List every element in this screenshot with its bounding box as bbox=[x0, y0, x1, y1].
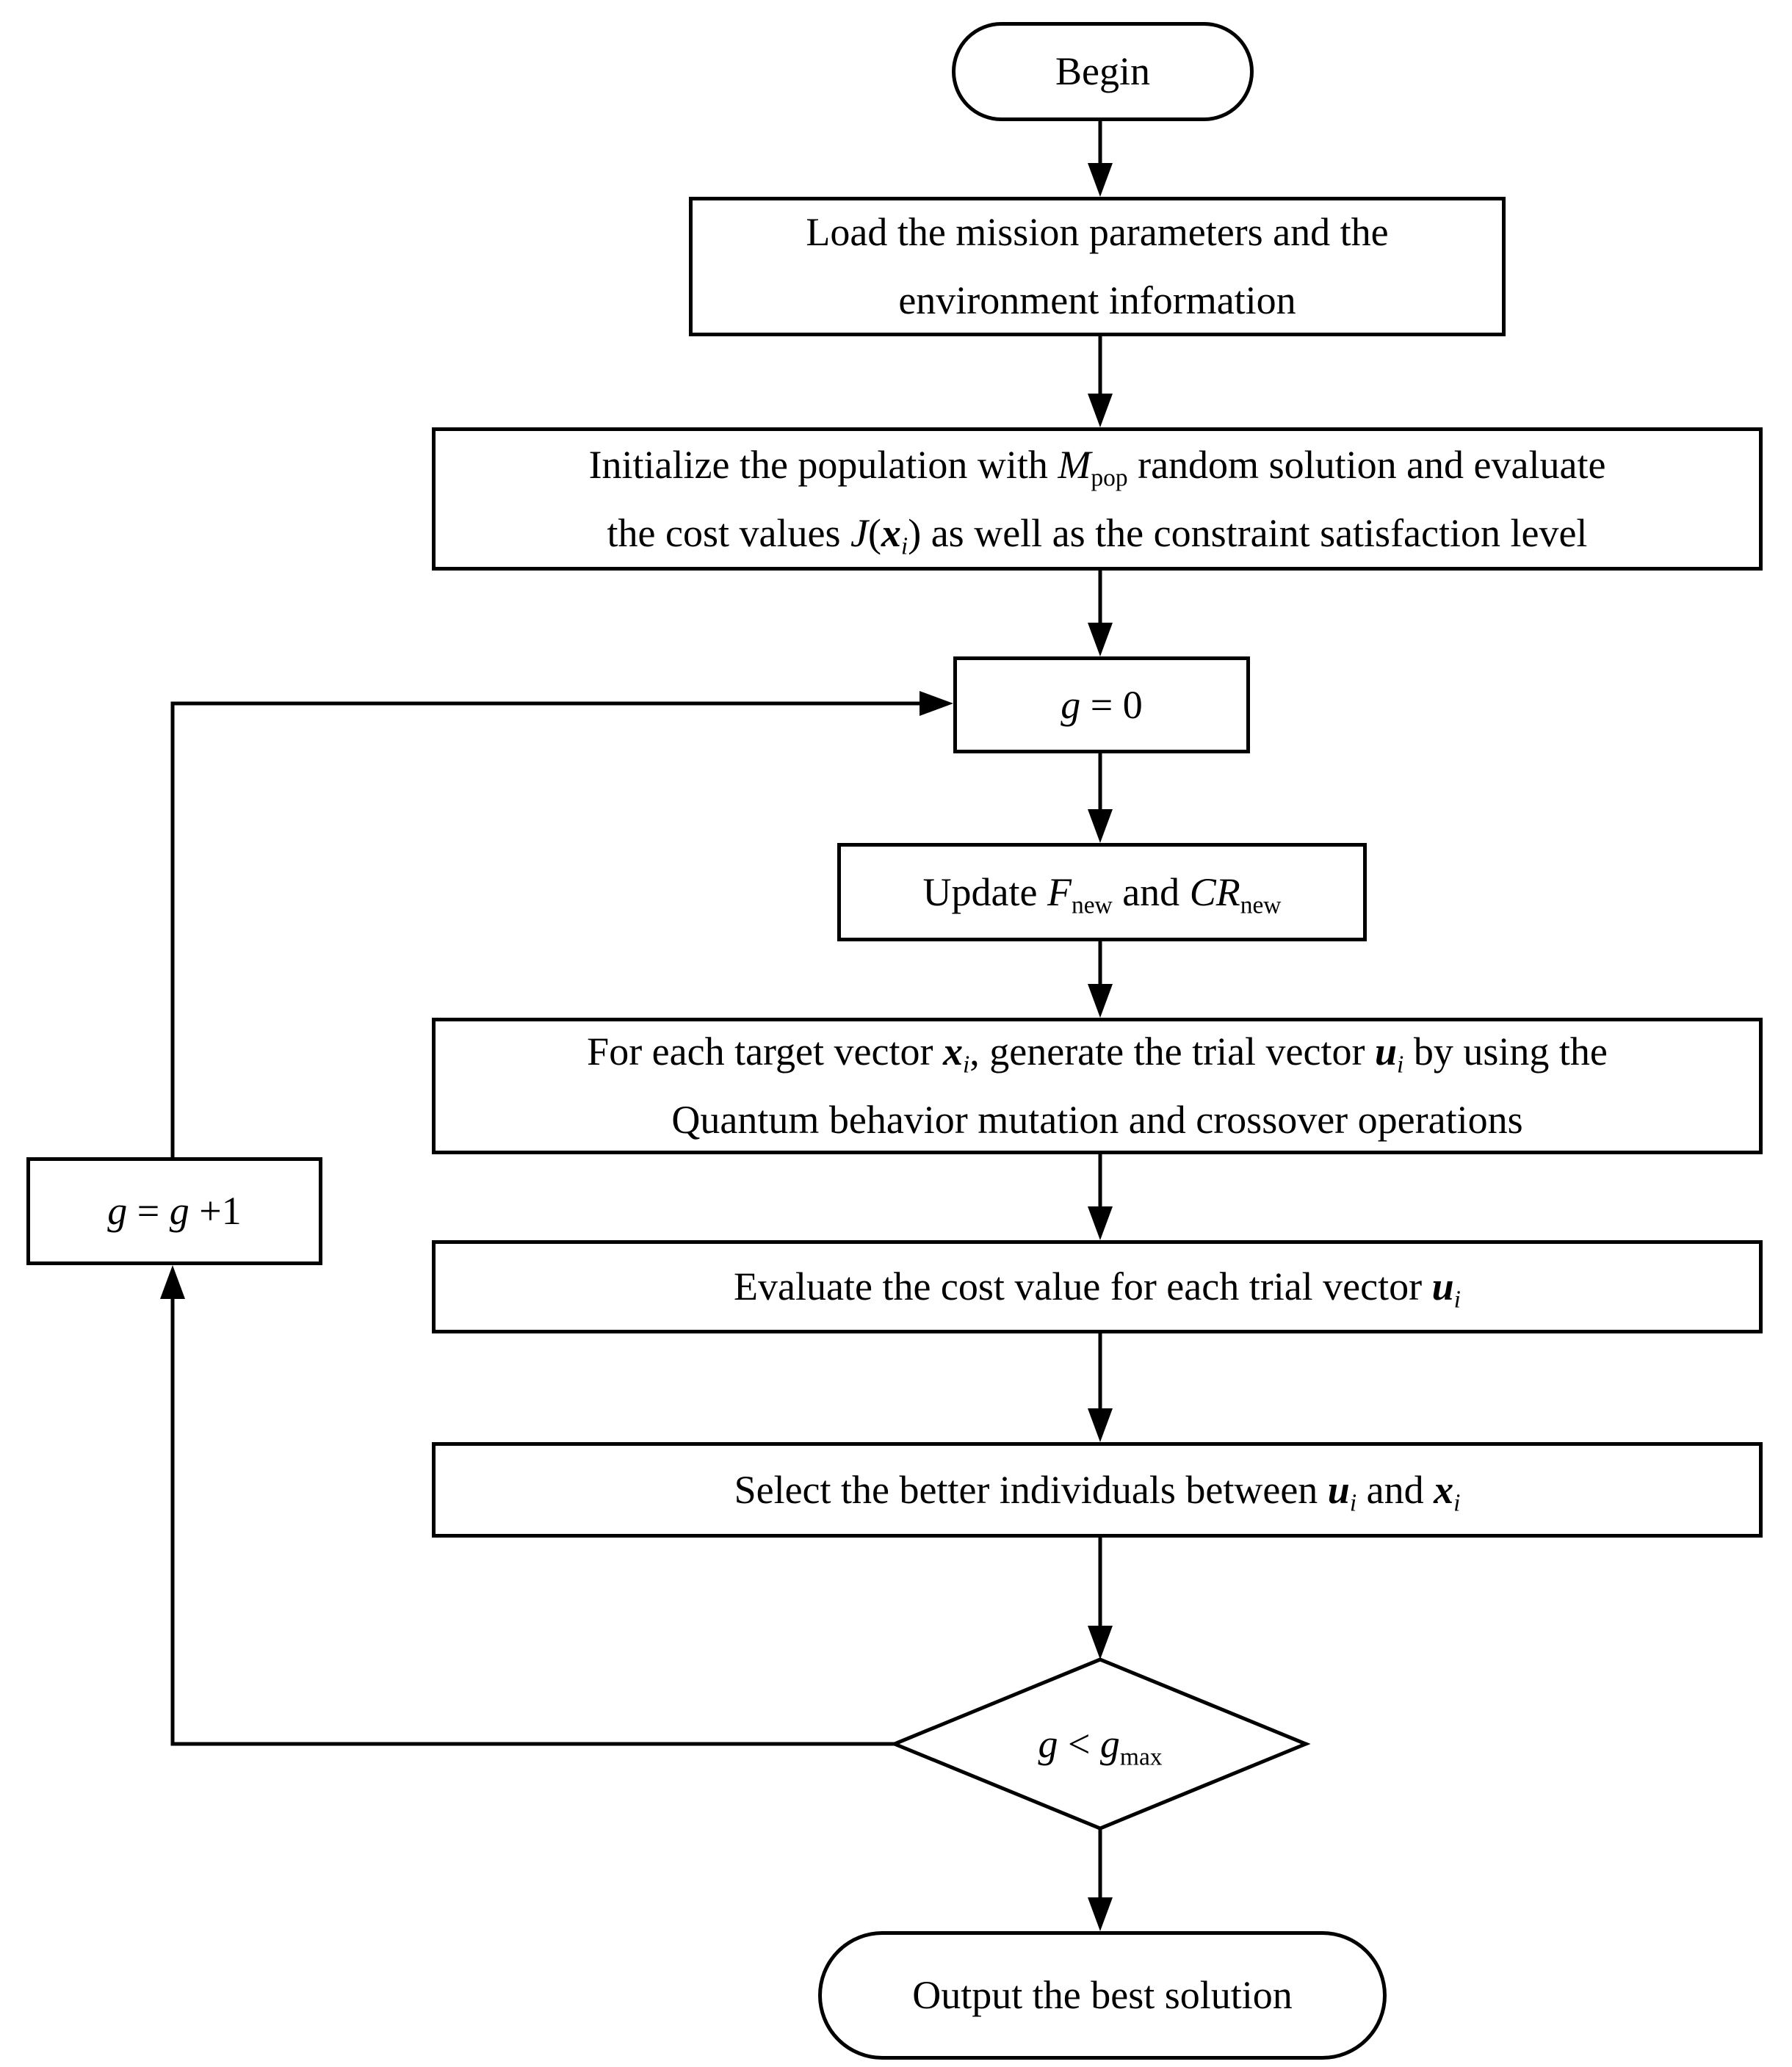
subscript-new: new bbox=[1071, 891, 1113, 919]
label-line-1: Update Fnew and CRnew bbox=[923, 858, 1282, 927]
math-var-x: x bbox=[881, 510, 901, 555]
math-var-M: M bbox=[1058, 442, 1091, 487]
math-var-x: x bbox=[942, 1029, 963, 1074]
begin-node: Begin bbox=[952, 22, 1254, 121]
label-line-1: Load the mission parameters and the bbox=[806, 198, 1388, 267]
update-parameters-box: Update Fnew and CRnew bbox=[837, 843, 1367, 941]
math-var-u: u bbox=[1431, 1264, 1454, 1309]
g-increment-box: g = g +1 bbox=[26, 1157, 322, 1265]
text-segment: Evaluate the cost value for each trial v… bbox=[734, 1264, 1432, 1309]
label-line-1: g = 0 bbox=[1061, 671, 1142, 739]
text-segment: Update bbox=[922, 869, 1047, 914]
text-segment: Initialize the population with bbox=[588, 442, 1058, 487]
begin-label: Begin bbox=[1055, 49, 1150, 94]
output-label: Output the best solution bbox=[912, 1973, 1293, 2018]
label-line-1: Select the better individuals between ui… bbox=[734, 1456, 1461, 1524]
math-var-g: g bbox=[1038, 1721, 1058, 1766]
g-zero-box: g = 0 bbox=[953, 656, 1250, 753]
decision-diamond-shape bbox=[889, 1657, 1311, 1831]
loop-line-gplus-to-g0 bbox=[170, 691, 953, 1157]
text-segment: ( bbox=[867, 510, 881, 555]
loop-line-decision-to-gplus bbox=[160, 1265, 895, 1746]
initialize-population-box: Initialize the population with Mpop rand… bbox=[432, 427, 1763, 571]
text-segment: by using the bbox=[1403, 1029, 1608, 1074]
label-line-1: Evaluate the cost value for each trial v… bbox=[734, 1253, 1461, 1321]
subscript-i: i bbox=[1397, 1051, 1404, 1079]
math-var-J: J bbox=[850, 510, 868, 555]
arrow-foreach-to-evaluate bbox=[1088, 1154, 1113, 1240]
text-segment: and bbox=[1356, 1467, 1434, 1512]
text-segment: , generate the trial vector bbox=[969, 1029, 1375, 1074]
label-line-2: environment information bbox=[898, 267, 1296, 335]
math-var-g: g bbox=[1061, 682, 1081, 727]
text-segment: Select the better individuals between bbox=[734, 1467, 1328, 1512]
generate-trial-vector-box: For each target vector xi, generate the … bbox=[432, 1018, 1763, 1154]
text-segment: environment information bbox=[898, 278, 1296, 322]
arrow-select-to-decision bbox=[1088, 1538, 1113, 1659]
label-line-1: For each target vector xi, generate the … bbox=[587, 1018, 1608, 1086]
label-line-2: Quantum behavior mutation and crossover … bbox=[671, 1086, 1522, 1154]
text-segment: the cost values bbox=[607, 510, 850, 555]
text-segment: For each target vector bbox=[587, 1029, 943, 1074]
math-var-g: g bbox=[107, 1189, 128, 1234]
math-var-g: g bbox=[1099, 1721, 1120, 1766]
text-segment: +1 bbox=[189, 1189, 242, 1234]
text-segment: and bbox=[1112, 869, 1190, 914]
subscript-max: max bbox=[1119, 1743, 1163, 1771]
decision-diamond-label: g < gmax bbox=[924, 1689, 1276, 1799]
subscript-i: i bbox=[962, 1051, 970, 1079]
math-var-x: x bbox=[1434, 1467, 1454, 1512]
label-line-2: the cost values J(xi) as well as the con… bbox=[607, 499, 1588, 568]
math-var-g: g bbox=[169, 1189, 189, 1234]
text-segment: = bbox=[127, 1189, 170, 1234]
subscript-pop: pop bbox=[1091, 464, 1128, 492]
math-var-u: u bbox=[1327, 1467, 1350, 1512]
arrow-update-to-foreach bbox=[1088, 941, 1113, 1018]
math-var-u: u bbox=[1374, 1029, 1398, 1074]
arrow-init-to-g0 bbox=[1088, 571, 1113, 656]
subscript-i: i bbox=[900, 532, 908, 560]
select-individuals-box: Select the better individuals between ui… bbox=[432, 1442, 1763, 1538]
subscript-i: i bbox=[1453, 1489, 1461, 1517]
label-line-1: Initialize the population with Mpop rand… bbox=[589, 431, 1606, 499]
text-segment: < bbox=[1058, 1721, 1100, 1766]
math-var-CR: CR bbox=[1189, 869, 1240, 914]
subscript-i: i bbox=[1453, 1286, 1461, 1314]
arrow-load-to-init bbox=[1088, 336, 1113, 427]
text-segment: = 0 bbox=[1080, 682, 1143, 727]
evaluate-cost-box: Evaluate the cost value for each trial v… bbox=[432, 1240, 1763, 1333]
text-segment: as well as the constraint satisfaction l… bbox=[921, 510, 1588, 555]
output-node: Output the best solution bbox=[818, 1931, 1387, 2060]
arrow-begin-to-load bbox=[1088, 121, 1113, 197]
load-parameters-box: Load the mission parameters and the envi… bbox=[689, 197, 1506, 336]
arrow-evaluate-to-select bbox=[1088, 1333, 1113, 1442]
label-line-1: g = g +1 bbox=[107, 1177, 241, 1245]
text-segment: Quantum behavior mutation and crossover … bbox=[671, 1098, 1523, 1142]
text-segment: Load the mission parameters and the bbox=[806, 210, 1389, 255]
subscript-i: i bbox=[1349, 1489, 1357, 1517]
math-var-F: F bbox=[1047, 869, 1072, 914]
subscript-new: new bbox=[1240, 891, 1282, 919]
text-segment: ) bbox=[908, 510, 922, 555]
label-line-1: g < gmax bbox=[1038, 1710, 1162, 1778]
arrow-decision-to-output bbox=[1088, 1828, 1113, 1931]
text-segment: random solution and evaluate bbox=[1127, 442, 1606, 487]
arrow-g0-to-update bbox=[1088, 753, 1113, 843]
